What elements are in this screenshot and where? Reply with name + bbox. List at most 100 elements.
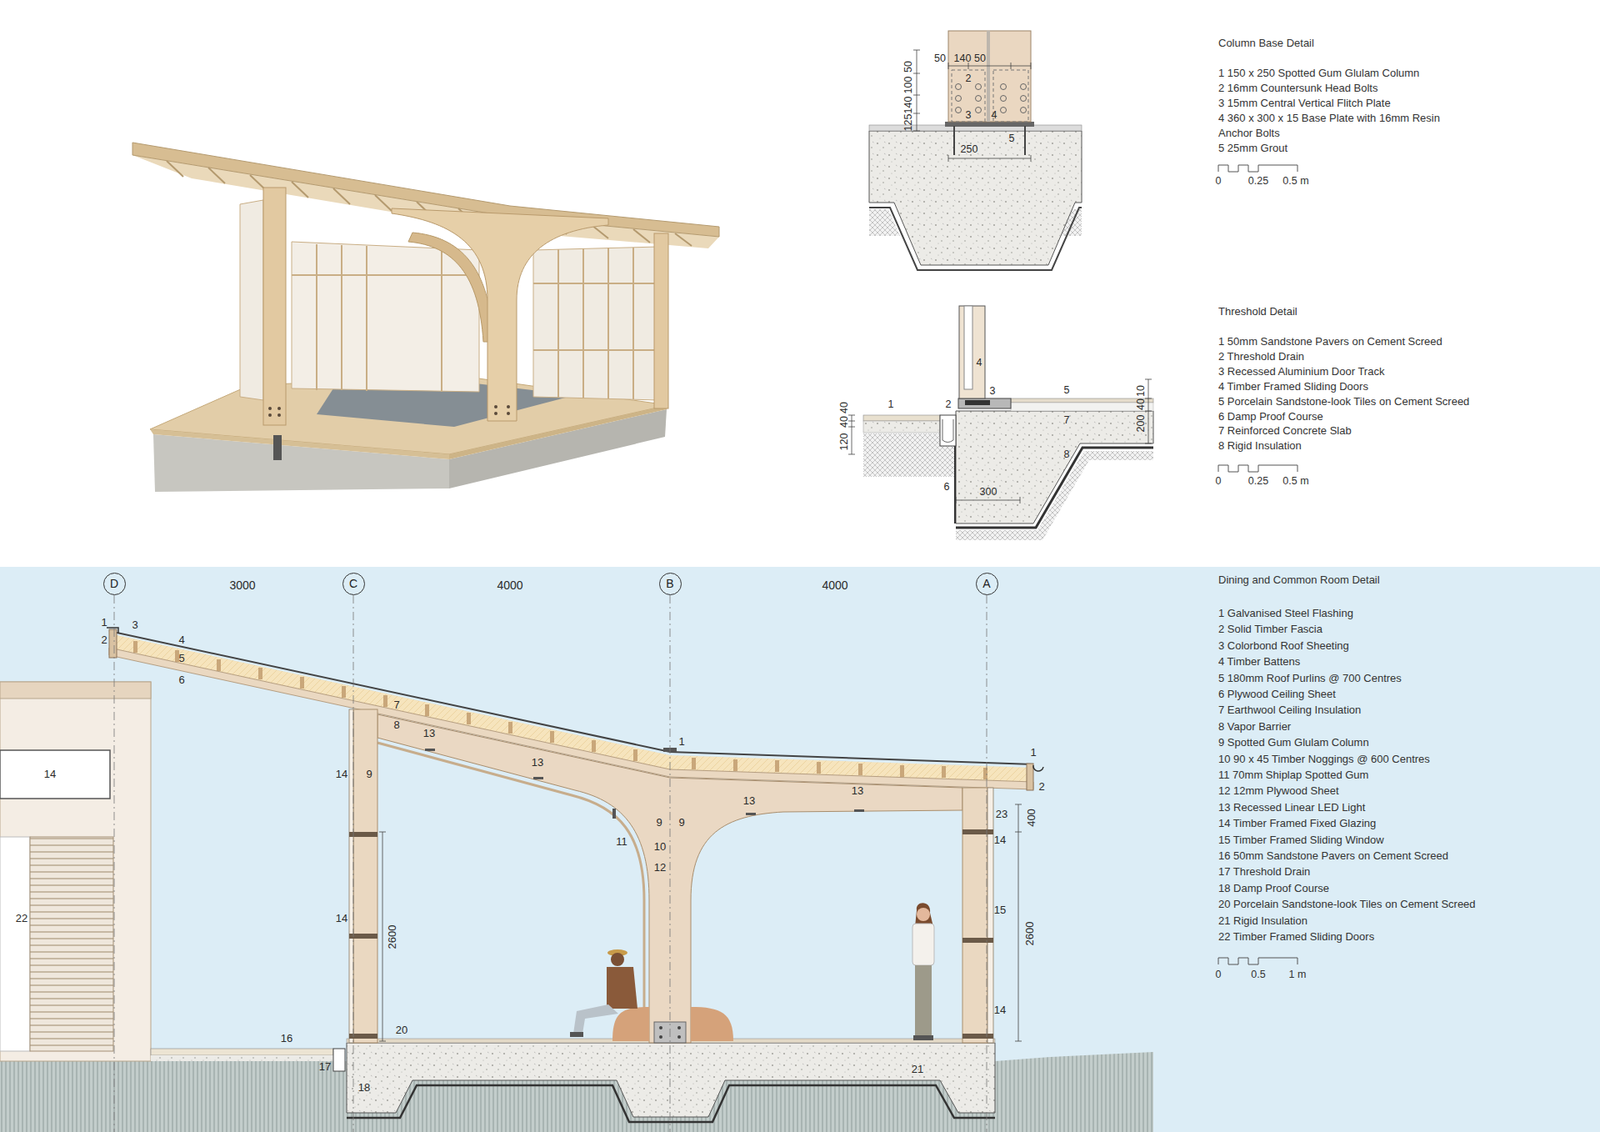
callout-number: 5 bbox=[178, 652, 185, 665]
callout-number: 14 bbox=[994, 834, 1006, 847]
section-drawing bbox=[0, 595, 1154, 1132]
dimension-text: 10 bbox=[1135, 385, 1147, 397]
dimension-text: 40 bbox=[838, 415, 850, 428]
legend-item: 7 Reinforced Concrete Slab bbox=[1218, 423, 1352, 439]
legend-item: 6 Damp Proof Course bbox=[1218, 409, 1324, 425]
legend-item: 5 Porcelain Sandstone-look Tiles on Ceme… bbox=[1218, 394, 1470, 410]
callout-number: 17 bbox=[319, 1060, 331, 1074]
legend-item: 6 Plywood Ceiling Sheet bbox=[1218, 686, 1336, 702]
legend-item: 2 Threshold Drain bbox=[1218, 349, 1305, 365]
legend-item: 3 Colorbond Roof Sheeting bbox=[1218, 638, 1350, 654]
callout-number: 11 bbox=[615, 835, 628, 849]
callout-number: 7 bbox=[1064, 414, 1070, 426]
legend-item: 9 Spotted Gum Glulam Column bbox=[1218, 735, 1370, 750]
legend-item: 15 Timber Framed Sliding Window bbox=[1218, 832, 1385, 848]
scale-number: 0.25 bbox=[1248, 475, 1269, 487]
callout-number: 14 bbox=[335, 768, 348, 781]
legend-item: 4 Timber Battens bbox=[1218, 654, 1300, 670]
callout-number: 13 bbox=[531, 756, 544, 770]
callout-number: 6 bbox=[178, 674, 185, 687]
dimension-text: 200 bbox=[1135, 415, 1147, 433]
callout-number: 5 bbox=[1009, 132, 1015, 145]
dimension-text: 4000 bbox=[496, 578, 523, 592]
dimension-text: 300 bbox=[980, 485, 998, 498]
scale-number: 0.5 m bbox=[1282, 175, 1309, 187]
scale-number: 0 bbox=[1215, 175, 1222, 187]
detail-heading: Column Base Detail bbox=[1218, 35, 1315, 51]
callout-number: 9 bbox=[678, 816, 685, 830]
callout-number: 8 bbox=[393, 719, 400, 732]
legend-item: 20 Porcelain Sandstone-look Tiles on Cem… bbox=[1218, 896, 1476, 912]
callout-number: 12 bbox=[654, 861, 666, 875]
grid-letter: B bbox=[665, 576, 674, 590]
legend-item: 3 15mm Central Vertical Flitch Plate bbox=[1218, 95, 1391, 111]
callout-number: 10 bbox=[654, 840, 666, 854]
dimension-text: 250 bbox=[960, 143, 979, 155]
legend-item: 10 90 x 45 Timber Noggings @ 600 Centres bbox=[1218, 751, 1430, 767]
scale-number: 0.5 bbox=[1250, 968, 1265, 980]
grid-bubble: A bbox=[975, 572, 999, 595]
legend-item: 17 Threshold Drain bbox=[1218, 864, 1310, 880]
scale-number: 1 m bbox=[1289, 968, 1307, 980]
callout-number: 1 bbox=[1030, 746, 1036, 760]
callout-number: 23 bbox=[995, 808, 1008, 821]
scale-number: 0.5 m bbox=[1282, 475, 1309, 487]
dimension-text: 50 bbox=[902, 60, 915, 73]
legend-item: 1 50mm Sandstone Pavers on Cement Screed bbox=[1218, 334, 1443, 350]
callout-number: 15 bbox=[994, 904, 1006, 917]
callout-number: 9 bbox=[655, 816, 662, 830]
callout-number: 1 bbox=[100, 616, 107, 630]
grid-bubble: D bbox=[103, 572, 126, 595]
legend-item: 7 Earthwool Ceiling Insulation bbox=[1218, 702, 1361, 718]
scale-number: 0 bbox=[1215, 475, 1222, 487]
dimension-text: 2600 bbox=[1024, 921, 1037, 946]
callout-number: 14 bbox=[44, 768, 56, 781]
legend-item: 1 Galvanised Steel Flashing bbox=[1218, 605, 1354, 621]
callout-number: 1 bbox=[678, 735, 685, 749]
scale-number: 0 bbox=[1215, 968, 1222, 980]
callout-number: 14 bbox=[335, 912, 348, 925]
dimension-text: 50 bbox=[934, 52, 946, 65]
callout-number: 5 bbox=[1064, 384, 1070, 396]
callout-number: 13 bbox=[423, 727, 435, 740]
dimension-text: 2600 bbox=[386, 925, 400, 950]
callout-number: 16 bbox=[280, 1032, 293, 1045]
legend-item: 12 12mm Plywood Sheet bbox=[1218, 783, 1340, 799]
threshold-detail bbox=[848, 305, 1154, 540]
dimension-text: 400 bbox=[1025, 808, 1039, 827]
callout-number: 21 bbox=[911, 1063, 924, 1076]
callout-number: 3 bbox=[990, 385, 996, 397]
grid-bubble: C bbox=[342, 572, 365, 595]
column-base-detail bbox=[869, 30, 1082, 270]
dimension-text: 40 bbox=[838, 401, 850, 414]
callout-number: 8 bbox=[1064, 448, 1070, 460]
callout-number: 22 bbox=[15, 912, 28, 925]
callout-number: 2 bbox=[945, 398, 952, 410]
callout-number: 20 bbox=[395, 1024, 408, 1037]
legend-item: 13 Recessed Linear LED Light bbox=[1218, 800, 1365, 815]
callout-number: 3 bbox=[965, 109, 972, 121]
callout-number: 13 bbox=[743, 795, 755, 808]
legend-item: 5 180mm Roof Purlins @ 700 Centres bbox=[1218, 670, 1402, 686]
legend-item: 11 70mm Shiplap Spotted Gum bbox=[1218, 767, 1369, 783]
callout-number: 4 bbox=[178, 634, 185, 647]
legend-item: 4 360 x 300 x 15 Base Plate with 16mm Re… bbox=[1218, 110, 1456, 141]
model-photo bbox=[132, 142, 720, 492]
grid-letter: A bbox=[982, 576, 990, 590]
grid-bubble: B bbox=[659, 572, 682, 595]
callout-number: 1 bbox=[888, 398, 895, 410]
dimension-text: 3000 bbox=[229, 578, 255, 592]
legend-item: 8 Rigid Insulation bbox=[1218, 438, 1302, 454]
dimension-text: 120 bbox=[838, 433, 850, 451]
legend-item: 3 Recessed Aluminium Door Track bbox=[1218, 364, 1385, 380]
legend-item: 16 50mm Sandstone Pavers on Cement Scree… bbox=[1218, 848, 1449, 864]
callout-number: 6 bbox=[944, 480, 950, 493]
legend-item: 1 150 x 250 Spotted Gum Glulam Column bbox=[1218, 65, 1420, 81]
dimension-text: 140 bbox=[954, 52, 972, 65]
legend-item: 18 Damp Proof Course bbox=[1218, 880, 1330, 896]
detail-heading: Dining and Common Room Detail bbox=[1218, 572, 1380, 588]
callout-number: 14 bbox=[994, 1004, 1006, 1017]
callout-number: 4 bbox=[991, 109, 998, 121]
callout-number: 9 bbox=[365, 768, 372, 781]
